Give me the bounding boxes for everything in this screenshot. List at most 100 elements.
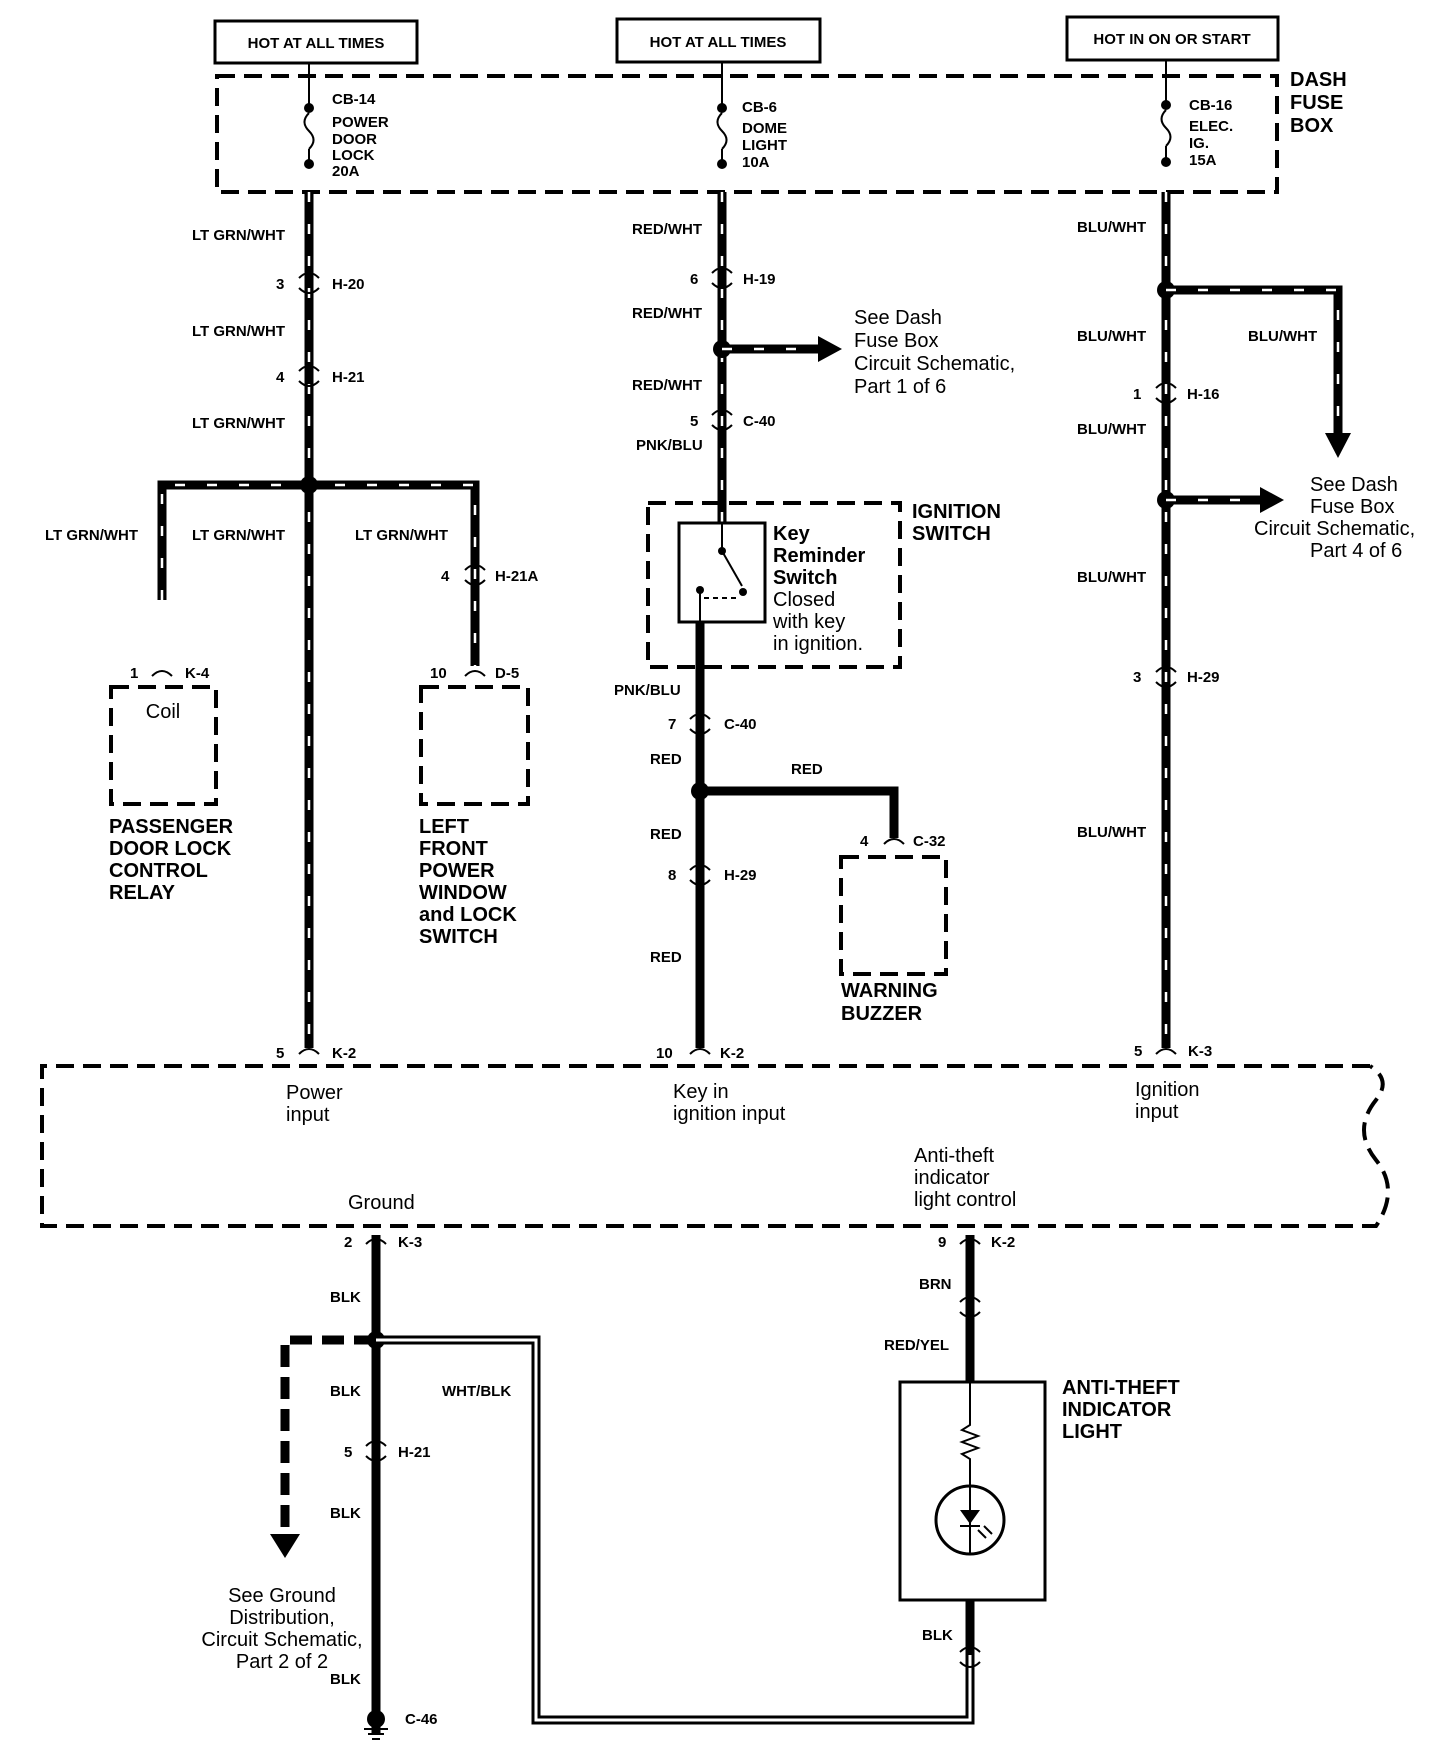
svg-text:Fuse Box: Fuse Box [854,330,938,352]
svg-text:Distribution,: Distribution, [229,1607,335,1629]
connector-k4: 1 K-4 [130,665,210,682]
right-circuit-labels: BLU/WHT BLU/WHT BLU/WHT BLU/WHT BLU/WHT … [1077,219,1317,841]
passenger-door-lock-relay: Coil PASSENGER DOOR LOCK CONTROL RELAY [109,685,234,904]
power-input-label: Power [286,1082,343,1104]
svg-text:ELEC.: ELEC. [1189,118,1233,135]
svg-text:15A: 15A [1189,152,1217,169]
svg-text:1: 1 [1133,386,1141,403]
svg-text:in ignition.: in ignition. [773,633,863,655]
svg-text:5: 5 [344,1444,352,1461]
svg-text:DOOR LOCK: DOOR LOCK [109,838,232,860]
svg-text:H-19: H-19 [743,271,776,288]
ignition-switch: Key Reminder Switch Closed with key in i… [646,501,1001,669]
svg-text:BUZZER: BUZZER [841,1003,923,1025]
middle-circuit-wires [691,192,899,1048]
svg-text:LT GRN/WHT: LT GRN/WHT [45,527,138,544]
svg-text:3: 3 [276,276,284,293]
anti-theft-indicator-light: ANTI-THEFT INDICATOR LIGHT [898,1377,1180,1602]
svg-text:Part 1 of 6: Part 1 of 6 [854,376,946,398]
svg-text:Reminder: Reminder [773,545,865,567]
svg-text:LT GRN/WHT: LT GRN/WHT [192,227,285,244]
svg-text:LIGHT: LIGHT [742,137,787,154]
fuse-cb16: CB-16 ELEC. IG. 15A [1160,97,1233,169]
ground-c46: C-46 [364,1710,438,1740]
fuse-cb6: CB-6 DOME LIGHT 10A [716,99,787,171]
svg-text:ignition input: ignition input [673,1103,786,1125]
ignition-input-label: Ignition [1135,1079,1200,1101]
svg-text:7: 7 [668,716,676,733]
svg-text:Circuit Schematic,: Circuit Schematic, [854,353,1015,375]
svg-text:9: 9 [938,1234,946,1251]
svg-text:BLU/WHT: BLU/WHT [1077,328,1146,345]
svg-text:POWER: POWER [332,114,389,131]
svg-text:K-3: K-3 [1188,1043,1212,1060]
svg-text:Part 2 of 2: Part 2 of 2 [236,1651,328,1673]
connector-d5: 10 D-5 [430,665,519,682]
svg-text:PASSENGER: PASSENGER [109,816,234,838]
svg-text:3: 3 [1133,669,1141,686]
reference-dash-part1: See Dash Fuse Box Circuit Schematic, Par… [854,307,1015,398]
anti-theft-control-label: Anti-theft [914,1145,994,1167]
svg-text:2: 2 [344,1234,352,1251]
control-unit-labels: Power input Key in ignition input Igniti… [286,1079,1200,1214]
reference-ground-distribution: See Ground Distribution, Circuit Schemat… [201,1585,362,1673]
svg-text:RED: RED [650,826,682,843]
svg-text:BLU/WHT: BLU/WHT [1248,328,1317,345]
svg-text:Fuse Box: Fuse Box [1310,496,1394,518]
svg-text:K-2: K-2 [332,1045,356,1062]
connector-h29-right: 3 H-29 [1133,666,1220,688]
control-unit [40,1064,1390,1228]
connector-k2-left: 5 K-2 [276,1045,356,1062]
svg-text:20A: 20A [332,163,360,180]
left-circuit-wires [157,192,480,1048]
svg-text:H-16: H-16 [1187,386,1220,403]
coil-label: Coil [146,701,180,723]
svg-text:DOME: DOME [742,120,787,137]
svg-text:4: 4 [441,568,450,585]
svg-text:See Dash: See Dash [1310,474,1398,496]
svg-text:10: 10 [656,1045,673,1062]
power-source-middle: HOT AT ALL TIMES [615,17,822,64]
svg-text:RED: RED [650,949,682,966]
svg-text:BLU/WHT: BLU/WHT [1077,569,1146,586]
svg-text:with key: with key [772,611,845,633]
connector-h21: 4 H-21 [276,365,365,387]
ground-circuit-labels: BLK BLK WHT/BLK BLK BLK [330,1289,511,1688]
connector-c40-bottom: 7 C-40 [668,713,757,735]
power-source-right-label: HOT IN ON OR START [1093,31,1250,48]
svg-text:PNK/BLU: PNK/BLU [636,437,703,454]
svg-text:4: 4 [276,369,285,386]
svg-text:FUSE: FUSE [1290,92,1343,114]
connector-h19: 6 H-19 [690,267,776,289]
connector-k3-ground: 2 K-3 [344,1234,422,1251]
svg-text:RED/YEL: RED/YEL [884,1337,949,1354]
left-front-window-lock-switch: LEFT FRONT POWER WINDOW and LOCK SWITCH [419,685,530,948]
key-input-label: Key in [673,1081,729,1103]
svg-text:5: 5 [276,1045,284,1062]
reference-dash-part4: See Dash Fuse Box Circuit Schematic, Par… [1254,474,1415,562]
svg-text:Part 4 of 6: Part 4 of 6 [1310,540,1402,562]
svg-text:H-29: H-29 [1187,669,1220,686]
power-source-left: HOT AT ALL TIMES [213,19,419,65]
power-source-left-label: HOT AT ALL TIMES [248,35,385,52]
svg-text:Closed: Closed [773,589,835,611]
svg-text:LIGHT: LIGHT [1062,1421,1122,1443]
svg-text:6: 6 [690,271,698,288]
svg-text:K-4: K-4 [185,665,210,682]
svg-text:BLU/WHT: BLU/WHT [1077,421,1146,438]
svg-text:indicator: indicator [914,1167,990,1189]
power-source-middle-label: HOT AT ALL TIMES [650,34,787,51]
warning-buzzer: WARNING BUZZER [839,855,948,1025]
dash-fuse-box [215,74,1279,194]
svg-text:CB-6: CB-6 [742,99,777,116]
svg-text:H-21: H-21 [332,369,365,386]
svg-text:LT GRN/WHT: LT GRN/WHT [192,527,285,544]
svg-text:SWITCH: SWITCH [419,926,498,948]
connector-h20: 3 H-20 [276,272,365,294]
svg-text:WARNING: WARNING [841,980,938,1002]
connector-c32: 4 C-32 [860,833,946,850]
svg-text:input: input [286,1104,330,1126]
svg-text:BLK: BLK [922,1627,953,1644]
svg-text:BLK: BLK [330,1383,361,1400]
right-circuit-wires [1157,192,1351,1048]
